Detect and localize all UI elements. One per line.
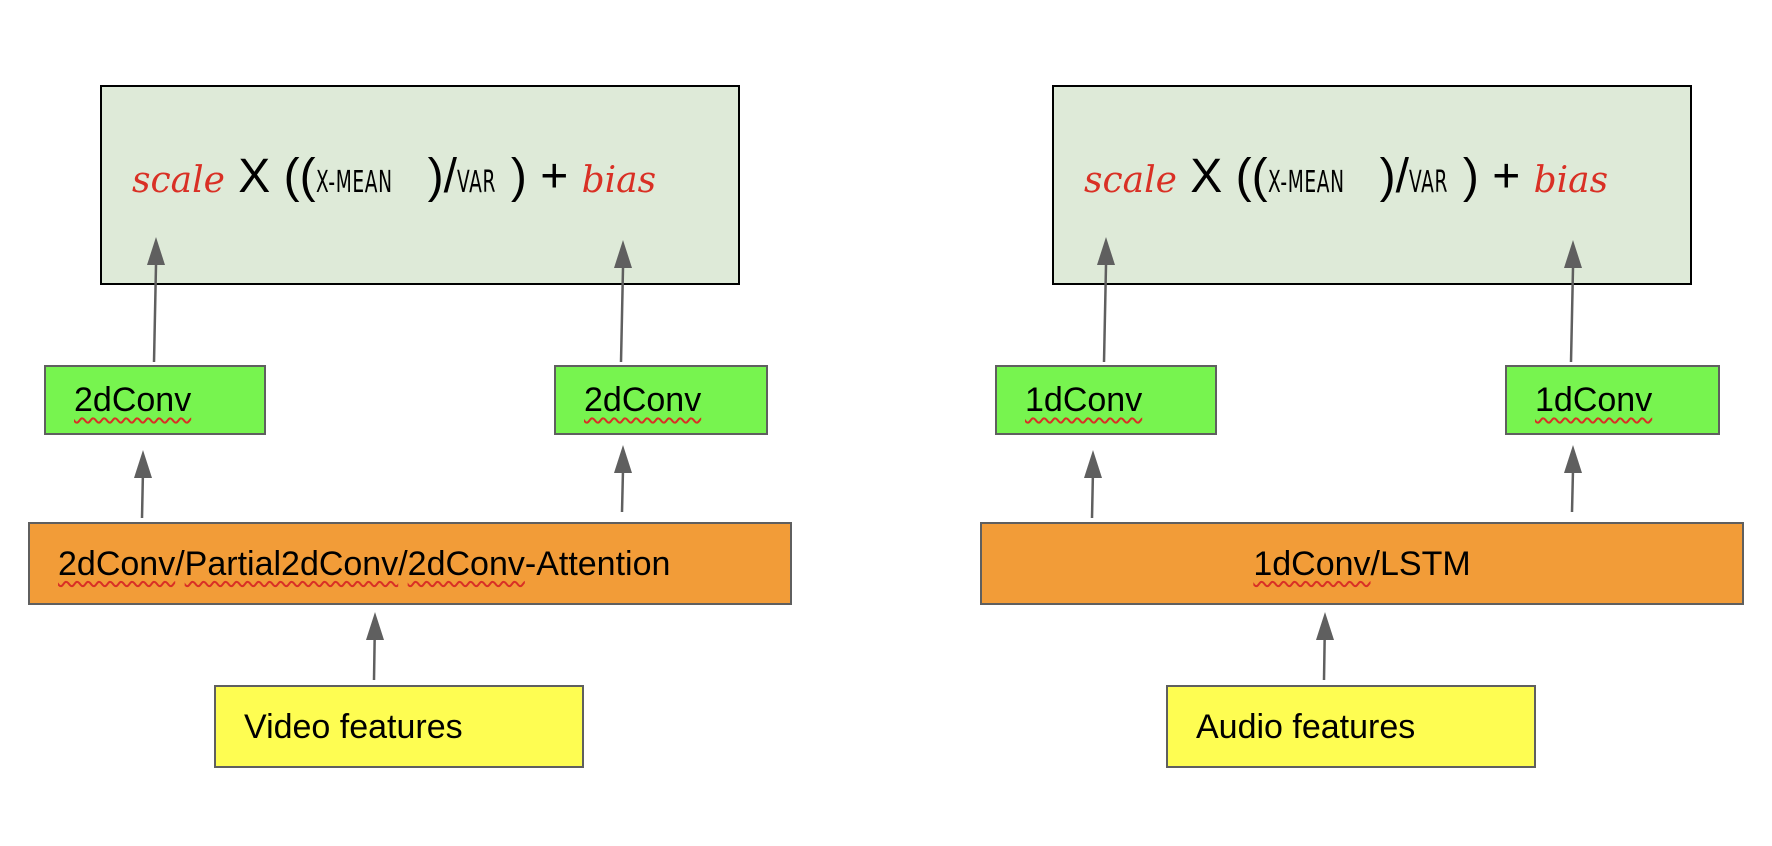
arrow-video-scale-conv-to-scale bbox=[152, 264, 158, 363]
video-features-label: Video features bbox=[244, 707, 463, 746]
video-scale-conv-label: 2dConv bbox=[74, 381, 192, 419]
arrow-audio-scale-conv-to-scale-head bbox=[1097, 237, 1115, 265]
video-formula-close-div: )/ bbox=[427, 150, 457, 203]
arrow-audio-backbone-to-bias-conv-head bbox=[1564, 445, 1582, 473]
audio-scale-conv-box: 1dConv bbox=[995, 365, 1217, 435]
video-formula-var: VAR bbox=[456, 165, 496, 200]
arrow-video-bias-conv-to-bias-head bbox=[614, 240, 632, 268]
arrow-video-scale-conv-to-scale-head bbox=[147, 237, 165, 265]
arrow-video-bias-conv-to-bias bbox=[619, 267, 625, 363]
audio-formula-x-minus-mean: X-MEAN bbox=[1267, 165, 1345, 200]
video-formula-bias: bias bbox=[581, 160, 657, 201]
audio-formula-bias: bias bbox=[1533, 160, 1609, 201]
audio-formula-close-plus: ) + bbox=[1462, 150, 1521, 203]
arrow-video-backbone-to-scale-conv-head bbox=[134, 450, 152, 478]
video-formula-open: (( bbox=[283, 150, 316, 203]
video-normalization-formula: scale X ((X-MEAN )/VAR ) + bias bbox=[132, 153, 656, 201]
audio-backbone-label: 1dConv/LSTM bbox=[1253, 544, 1471, 583]
arrow-audio-bias-conv-to-bias-head bbox=[1564, 240, 1582, 268]
arrow-audio-backbone-to-scale-conv-head bbox=[1084, 450, 1102, 478]
audio-features-box: Audio features bbox=[1166, 685, 1536, 768]
audio-features-label: Audio features bbox=[1196, 707, 1416, 746]
video-features-box: Video features bbox=[214, 685, 584, 768]
video-backbone-box: 2dConv/Partial2dConv/2dConv-Attention bbox=[28, 522, 792, 605]
video-formula-close-plus: ) + bbox=[510, 150, 569, 203]
audio-formula-open: (( bbox=[1235, 150, 1268, 203]
video-formula-times: X bbox=[238, 150, 271, 203]
video-normalization-formula-box: scale X ((X-MEAN )/VAR ) + bias bbox=[100, 85, 740, 285]
video-scale-conv-box: 2dConv bbox=[44, 365, 266, 435]
arrow-audio-bias-conv-to-bias bbox=[1569, 267, 1575, 363]
video-formula-x-minus-mean: X-MEAN bbox=[315, 165, 393, 200]
audio-formula-close-div: )/ bbox=[1379, 150, 1409, 203]
audio-formula-times: X bbox=[1190, 150, 1223, 203]
arrow-audio-backbone-to-bias-conv bbox=[1570, 469, 1575, 513]
audio-bias-conv-label: 1dConv bbox=[1535, 381, 1653, 419]
arrow-video-backbone-to-bias-conv bbox=[620, 469, 625, 513]
audio-backbone-box: 1dConv/LSTM bbox=[980, 522, 1744, 605]
arrow-video-backbone-to-bias-conv-head bbox=[614, 445, 632, 473]
video-bias-conv-label: 2dConv bbox=[584, 381, 702, 419]
video-formula-scale: scale bbox=[132, 160, 225, 201]
arrow-audio-scale-conv-to-scale bbox=[1102, 264, 1108, 363]
video-backbone-label: 2dConv/Partial2dConv/2dConv-Attention bbox=[58, 544, 671, 583]
audio-normalization-formula: scale X ((X-MEAN )/VAR ) + bias bbox=[1084, 153, 1608, 201]
arrow-video-input-to-backbone-head bbox=[366, 612, 384, 640]
audio-normalization-formula-box: scale X ((X-MEAN )/VAR ) + bias bbox=[1052, 85, 1692, 285]
audio-bias-conv-box: 1dConv bbox=[1505, 365, 1720, 435]
arrow-audio-input-to-backbone-head bbox=[1316, 612, 1334, 640]
audio-scale-conv-label: 1dConv bbox=[1025, 381, 1143, 419]
audio-formula-scale: scale bbox=[1084, 160, 1177, 201]
audio-formula-var: VAR bbox=[1408, 165, 1448, 200]
video-bias-conv-box: 2dConv bbox=[554, 365, 768, 435]
